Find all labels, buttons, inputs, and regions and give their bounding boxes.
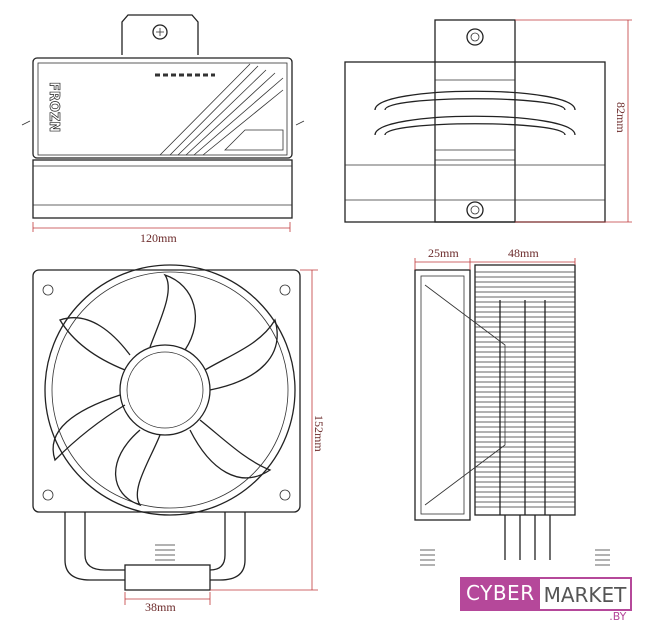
watermark-suffix: .BY <box>609 610 627 623</box>
dimension-total-height-label: 152mm <box>312 415 326 452</box>
dimension-height-label: 82mm <box>614 102 628 133</box>
brand-logo: FROZN <box>46 82 61 132</box>
screw-icon <box>466 28 484 46</box>
top-view: FROZN 120mm <box>21 14 305 245</box>
watermark-part1: CYBER <box>460 577 540 611</box>
watermark-part2: MARKET .BY <box>539 577 633 623</box>
screw-icon <box>466 201 484 219</box>
dimension-fan-depth-label: 25mm <box>428 246 459 260</box>
front-view: 152mm 38mm <box>32 264 326 614</box>
dimension-base-width-label: 38mm <box>145 600 176 614</box>
screw-icon <box>152 24 168 40</box>
watermark-part2-text: MARKET <box>543 583 627 607</box>
dimension-width-label: 120mm <box>140 231 177 245</box>
dimension-heatsink-depth-label: 48mm <box>508 246 539 260</box>
side-view-bottom: 25mm 48mm <box>414 246 610 566</box>
watermark-logo: CYBER MARKET .BY <box>460 577 633 623</box>
side-view-top: 82mm <box>344 19 632 223</box>
